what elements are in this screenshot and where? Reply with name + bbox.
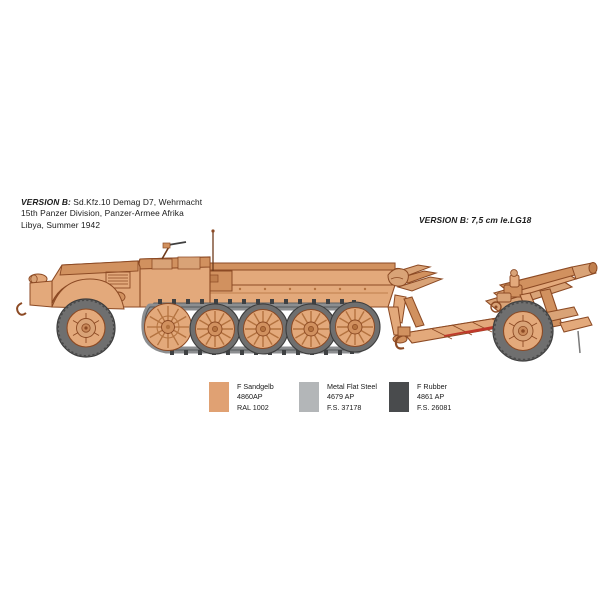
legend-color-standard: RAL 1002	[237, 402, 269, 412]
machine-gun-mount	[161, 241, 187, 260]
legend-color-code: 4860AP	[237, 392, 263, 402]
gun-forward-fitting	[387, 267, 409, 287]
caption-vehicle-title: Sd.Kfz.10 Demag D7, Wehrmacht	[70, 197, 203, 207]
halftrack-vehicle	[16, 229, 444, 358]
front-road-wheel	[56, 298, 116, 358]
color-swatch-metal-flat-steel	[299, 382, 319, 412]
legend-item: F Sandgelb 4860AP RAL 1002	[209, 382, 299, 413]
cab-section	[129, 241, 211, 308]
legend-color-name: F Sandgelb	[237, 382, 274, 391]
gun-barrel-assembly	[484, 262, 598, 312]
vehicle-illustration	[0, 215, 610, 375]
legend-color-code: 4861 AP	[417, 392, 445, 402]
engine-hood	[16, 260, 141, 316]
color-swatch-rubber	[389, 382, 409, 412]
caption-gun-version-prefix: VERSION B:	[419, 215, 469, 225]
legend-color-name: Metal Flat Steel	[327, 382, 377, 391]
caption-vehicle-line-3: Libya, Summer 1942	[21, 219, 101, 230]
legend-color-standard: F.S. 37178	[327, 402, 362, 412]
caption-version-b-gun: VERSION B: 7,5 cm le.LG18	[419, 215, 531, 226]
gun-road-wheel	[491, 299, 555, 363]
color-legend: F Sandgelb 4860AP RAL 1002 Metal Flat St…	[209, 382, 479, 413]
gun-breech	[490, 269, 523, 313]
towed-gun	[394, 262, 598, 363]
legend-color-name: F Rubber	[417, 382, 447, 391]
legend-item: Metal Flat Steel 4679 AP F.S. 37178	[299, 382, 389, 413]
legend-color-standard: F.S. 26081	[417, 402, 452, 412]
legend-text-group: F Sandgelb 4860AP RAL 1002	[237, 382, 274, 413]
legend-item: F Rubber 4861 AP F.S. 26081	[389, 382, 479, 413]
legend-color-code: 4679 AP	[327, 392, 355, 402]
caption-gun-title: 7,5 cm le.LG18	[468, 215, 532, 225]
caption-gun-line-1: VERSION B: 7,5 cm le.LG18	[419, 215, 531, 226]
caption-version-b-vehicle: VERSION B: Sd.Kfz.10 Demag D7, Wehrmacht…	[21, 197, 202, 231]
caption-vehicle-line-1: VERSION B: Sd.Kfz.10 Demag D7, Wehrmacht	[21, 197, 202, 208]
legend-text-group: F Rubber 4861 AP F.S. 26081	[417, 382, 451, 413]
legend-text-group: Metal Flat Steel 4679 AP F.S. 37178	[327, 382, 377, 413]
track-assembly	[141, 299, 381, 355]
caption-vehicle-version-prefix: VERSION B:	[21, 197, 71, 207]
color-swatch-sandgelb	[209, 382, 229, 412]
caption-vehicle-line-2: 15th Panzer Division, Panzer-Armee Afrik…	[21, 208, 184, 219]
